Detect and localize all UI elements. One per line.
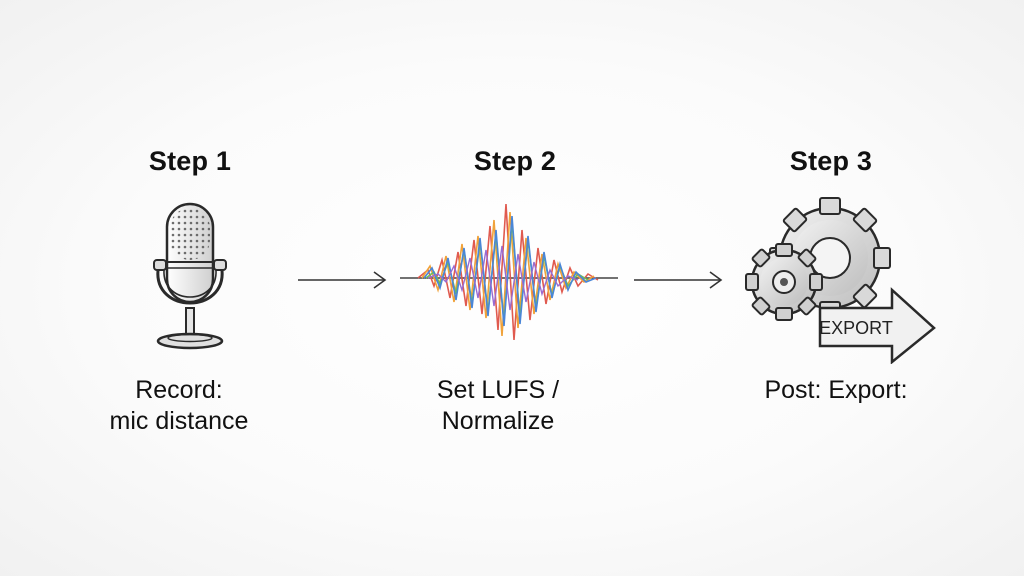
gears-export-icon: EXPORT bbox=[745, 197, 936, 364]
microphone-icon bbox=[153, 202, 227, 350]
step-1-title: Step 1 bbox=[148, 146, 232, 176]
arrow-step2-to-step3 bbox=[634, 271, 723, 289]
step-2-caption-line-1: Set LUFS / bbox=[436, 376, 560, 404]
export-label: EXPORT bbox=[819, 318, 893, 338]
step-3-caption: Post: Export: bbox=[696, 375, 976, 406]
step-2-title: Step 2 bbox=[473, 146, 557, 176]
small-gear-icon bbox=[745, 243, 823, 321]
step-2-caption: Set LUFS / Normalize bbox=[358, 375, 638, 437]
step-1-caption-line-2: mic distance bbox=[109, 407, 249, 435]
step-1-caption-line-1: Record: bbox=[135, 376, 223, 404]
step-3-title: Step 3 bbox=[789, 146, 873, 176]
waveform-icon bbox=[400, 203, 618, 341]
arrow-step1-to-step2 bbox=[298, 271, 387, 289]
export-arrow-icon: EXPORT bbox=[818, 287, 936, 364]
step-2-caption-line-2: Normalize bbox=[441, 407, 555, 435]
step-1-caption: Record: mic distance bbox=[39, 375, 319, 437]
step-3-caption-line-1: Post: Export: bbox=[764, 376, 908, 404]
